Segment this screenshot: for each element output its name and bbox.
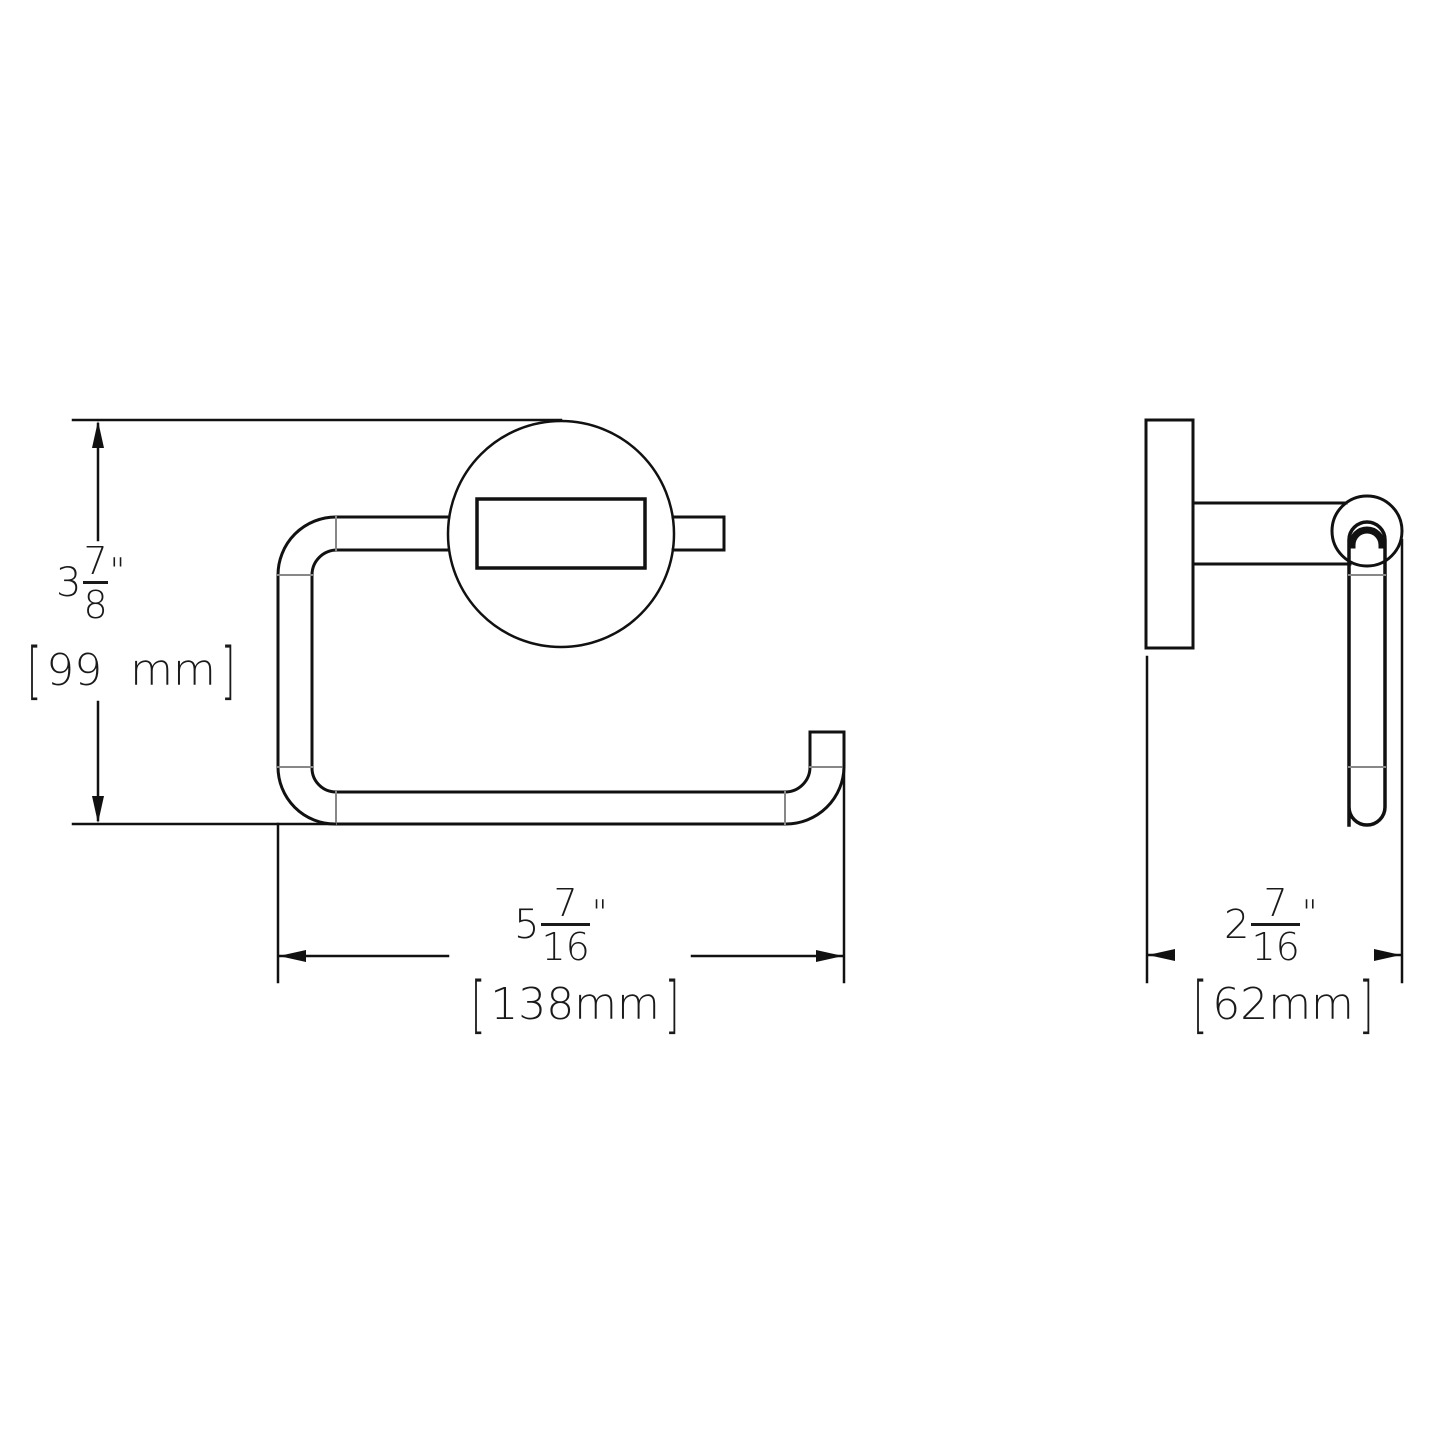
inch-mark: " (109, 551, 126, 591)
width-imperial-label: 5 7 16 " (514, 881, 608, 969)
fraction-bar (83, 581, 108, 584)
fraction-bar (541, 923, 590, 926)
width-whole: 5 (514, 902, 540, 948)
front-flange-circle (446, 419, 676, 649)
front-view (276, 419, 846, 826)
bracket-close: ] (664, 968, 680, 1041)
width-metric-label: [ 138mm ] (466, 974, 684, 1036)
side-elbow-outer (1330, 494, 1404, 568)
side-view (1144, 418, 1404, 827)
front-holder-outer (276, 515, 846, 826)
arrow-left-icon (279, 950, 306, 962)
depth-whole: 2 (1224, 902, 1250, 948)
inch-mark: " (1301, 893, 1318, 933)
bracket-close: ] (1358, 968, 1374, 1041)
fraction-bar (1251, 923, 1300, 926)
height-denominator: 8 (83, 583, 108, 627)
height-fraction: 7 8 (83, 539, 108, 627)
width-metric-value: 138mm (490, 979, 660, 1030)
depth-imperial-label: 2 7 16 " (1224, 881, 1318, 969)
depth-metric-label: [ 62mm ] (1188, 974, 1378, 1036)
depth-metric-value: 62mm (1212, 979, 1354, 1030)
height-metric-label: [ 99 mm ] (22, 640, 240, 702)
depth-dimension (1145, 538, 1404, 984)
depth-fraction: 7 16 (1251, 881, 1300, 969)
height-dimension (71, 418, 563, 826)
width-dimension (276, 765, 846, 984)
height-numerator: 7 (83, 539, 108, 583)
height-metric-value: 99 mm (46, 645, 216, 696)
depth-denominator: 16 (1251, 925, 1300, 969)
bracket-open: [ (1192, 968, 1208, 1041)
height-whole: 3 (56, 560, 82, 606)
side-flange (1144, 418, 1195, 650)
front-arm (671, 515, 726, 552)
bracket-open: [ (470, 968, 486, 1041)
width-fraction: 7 16 (541, 881, 590, 969)
arrow-down-icon (92, 796, 104, 823)
width-numerator: 7 (553, 881, 578, 925)
bracket-open: [ (26, 634, 42, 707)
side-stem (1347, 520, 1387, 827)
width-denominator: 16 (541, 925, 590, 969)
arrow-up-icon (92, 421, 104, 448)
front-center-block (475, 497, 647, 570)
depth-numerator: 7 (1263, 881, 1288, 925)
arrow-right-icon (816, 950, 843, 962)
height-imperial-label: 3 7 8 " (56, 539, 126, 627)
side-elbow-inner (1348, 526, 1386, 549)
inch-mark: " (591, 893, 608, 933)
bracket-close: ] (220, 634, 236, 707)
